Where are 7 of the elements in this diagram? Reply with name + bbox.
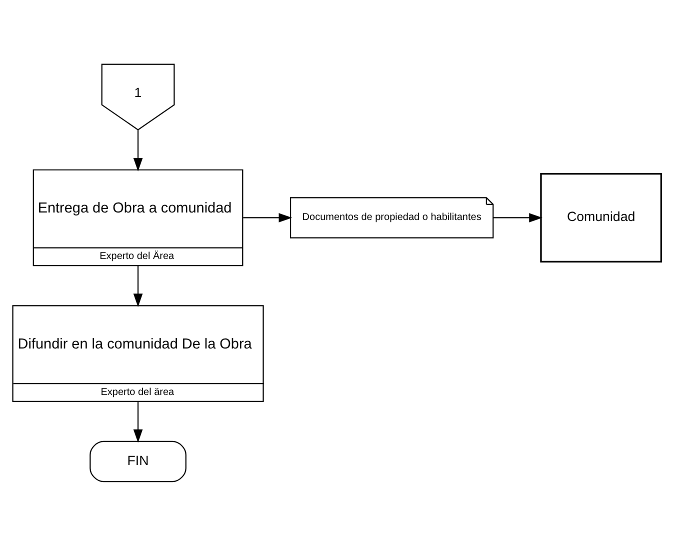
node-box: FIN <box>90 440 186 482</box>
node-box: Comunidad <box>540 172 662 263</box>
arrow <box>133 402 143 443</box>
arrow <box>243 213 292 222</box>
arrow <box>493 213 542 222</box>
arrow <box>133 266 143 307</box>
arrow <box>133 130 143 172</box>
